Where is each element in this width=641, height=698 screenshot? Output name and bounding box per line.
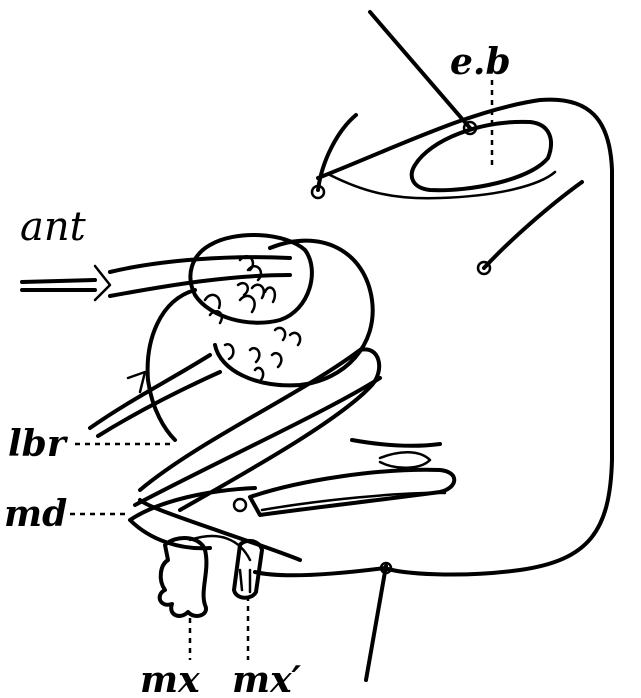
labrum-left-arc xyxy=(148,290,195,440)
label-mx-prime: mx′ xyxy=(232,659,302,698)
label-ant: ant xyxy=(20,204,87,250)
label-md: md xyxy=(4,493,67,535)
antenna-shaft xyxy=(22,280,95,290)
head-bristle-lateral xyxy=(484,182,582,268)
mandible-squiggle-b xyxy=(380,452,430,468)
sensilla-2 xyxy=(240,285,275,312)
label-lbr: lbr xyxy=(8,423,69,465)
mandible-socket xyxy=(234,499,246,511)
labral-bristle xyxy=(90,355,220,436)
antenna-tip xyxy=(95,266,110,300)
mandible-squiggle-a xyxy=(352,440,440,446)
labral-bristle-tip xyxy=(128,372,145,392)
head-ventral-line xyxy=(140,500,300,560)
label-mx: mx xyxy=(140,659,200,698)
maxilla-second-fingers xyxy=(240,570,250,592)
maxilla-second xyxy=(234,541,262,598)
sensilla-4 xyxy=(225,344,281,380)
label-eb: e.b xyxy=(450,41,511,83)
sensilla-5 xyxy=(275,328,300,345)
head-bristle-bottom xyxy=(366,566,386,680)
